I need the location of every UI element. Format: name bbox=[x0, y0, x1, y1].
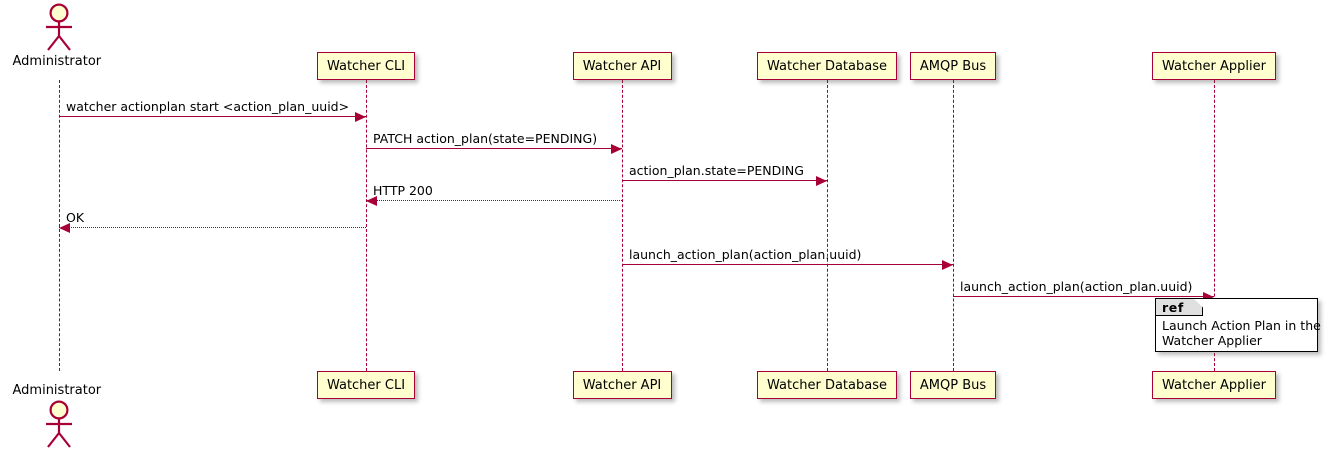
arrowhead-4 bbox=[366, 196, 377, 206]
message-label-2: PATCH action_plan(state=PENDING) bbox=[373, 131, 598, 146]
participant-box-amqp-bus[interactable]: AMQP Bus bbox=[910, 52, 996, 80]
participant-box-amqp-bus[interactable]: AMQP Bus bbox=[910, 371, 996, 399]
lifeline-watcher-api bbox=[622, 80, 623, 371]
message-label-6: launch_action_plan(action_plan.uuid) bbox=[629, 247, 862, 262]
arrowhead-6 bbox=[942, 260, 953, 270]
ref-fragment-line: Watcher Applier bbox=[1162, 333, 1262, 348]
message-label-5: OK bbox=[66, 210, 85, 225]
actor-label-administrator: Administrator bbox=[12, 383, 102, 398]
actor-label-administrator: Administrator bbox=[12, 54, 102, 69]
lifeline-watcher-database bbox=[827, 80, 828, 371]
lifeline-watcher-applier bbox=[1214, 80, 1215, 371]
message-line-7 bbox=[953, 296, 1214, 297]
ref-fragment-line: Launch Action Plan in the bbox=[1162, 318, 1321, 333]
actor-administrator bbox=[39, 3, 79, 51]
participant-box-watcher-applier[interactable]: Watcher Applier bbox=[1152, 52, 1276, 80]
message-line-6 bbox=[622, 264, 953, 265]
ref-fragment-keyword: ref bbox=[1156, 299, 1203, 316]
message-line-3 bbox=[622, 180, 827, 181]
message-line-1 bbox=[59, 116, 366, 117]
arrowhead-5 bbox=[59, 223, 70, 233]
lifeline-watcher-cli bbox=[366, 80, 367, 371]
message-label-4: HTTP 200 bbox=[373, 183, 433, 198]
message-label-1: watcher actionplan start <action_plan_uu… bbox=[66, 99, 350, 114]
participant-box-watcher-cli[interactable]: Watcher CLI bbox=[317, 52, 415, 80]
actor-administrator bbox=[39, 400, 79, 448]
message-label-7: launch_action_plan(action_plan.uuid) bbox=[960, 279, 1193, 294]
participant-box-watcher-cli[interactable]: Watcher CLI bbox=[317, 371, 415, 399]
arrowhead-3 bbox=[816, 176, 827, 186]
message-line-2 bbox=[366, 148, 622, 149]
participant-box-watcher-database[interactable]: Watcher Database bbox=[757, 371, 897, 399]
arrowhead-7 bbox=[1203, 292, 1214, 302]
message-line-5 bbox=[59, 227, 366, 228]
participant-box-watcher-applier[interactable]: Watcher Applier bbox=[1152, 371, 1276, 399]
arrowhead-1 bbox=[355, 112, 366, 122]
participant-box-watcher-api[interactable]: Watcher API bbox=[572, 371, 672, 399]
lifeline-amqp-bus bbox=[953, 80, 954, 371]
participant-box-watcher-api[interactable]: Watcher API bbox=[572, 52, 672, 80]
message-line-4 bbox=[366, 200, 622, 201]
message-label-3: action_plan.state=PENDING bbox=[629, 163, 804, 178]
participant-box-watcher-database[interactable]: Watcher Database bbox=[757, 52, 897, 80]
arrowhead-2 bbox=[611, 144, 622, 154]
